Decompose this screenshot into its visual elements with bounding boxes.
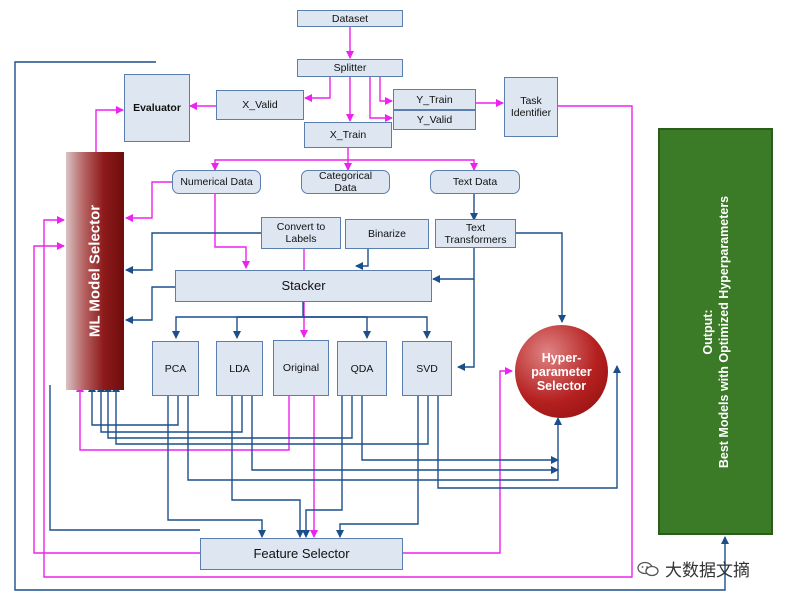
original-box: Original	[273, 340, 329, 396]
y-valid-box: Y_Valid	[393, 110, 476, 130]
categorical-data-box: Categorical Data	[301, 170, 390, 194]
output-panel: Output: Best Models with Optimized Hyper…	[658, 128, 773, 535]
output-description: Best Models with Optimized Hyperparamete…	[716, 195, 731, 468]
svd-box: SVD	[402, 341, 452, 396]
evaluator-box: Evaluator	[124, 74, 190, 142]
splitter-box: Splitter	[297, 59, 403, 77]
qda-box: QDA	[337, 341, 387, 396]
output-title: Output:	[700, 308, 715, 355]
watermark: 大数据文摘	[637, 556, 750, 581]
lda-box: LDA	[216, 341, 263, 396]
binarize-box: Binarize	[345, 219, 429, 249]
feature-selector-box: Feature Selector	[200, 538, 403, 570]
x-train-box: X_Train	[304, 122, 392, 148]
text-data-box: Text Data	[430, 170, 520, 194]
stacker-box: Stacker	[175, 270, 432, 302]
y-train-box: Y_Train	[393, 89, 476, 110]
hyperparameter-selector-circle: Hyper-parameter Selector	[515, 325, 608, 418]
pca-box: PCA	[152, 341, 199, 396]
ml-model-selector-label: ML Model Selector	[86, 204, 104, 338]
text-transformers-box: Text Transformers	[435, 219, 516, 248]
convert-to-labels-box: Convert to Labels	[261, 217, 341, 249]
wechat-icon	[637, 561, 659, 576]
numerical-data-box: Numerical Data	[172, 170, 261, 194]
x-valid-box: X_Valid	[216, 90, 304, 120]
watermark-text: 大数据文摘	[665, 561, 750, 580]
task-identifier-box: Task Identifier	[504, 77, 558, 137]
ml-model-selector-box: ML Model Selector	[66, 152, 124, 390]
dataset-box: Dataset	[297, 10, 403, 27]
hyperparameter-selector-label: Hyper-parameter Selector	[531, 350, 592, 393]
